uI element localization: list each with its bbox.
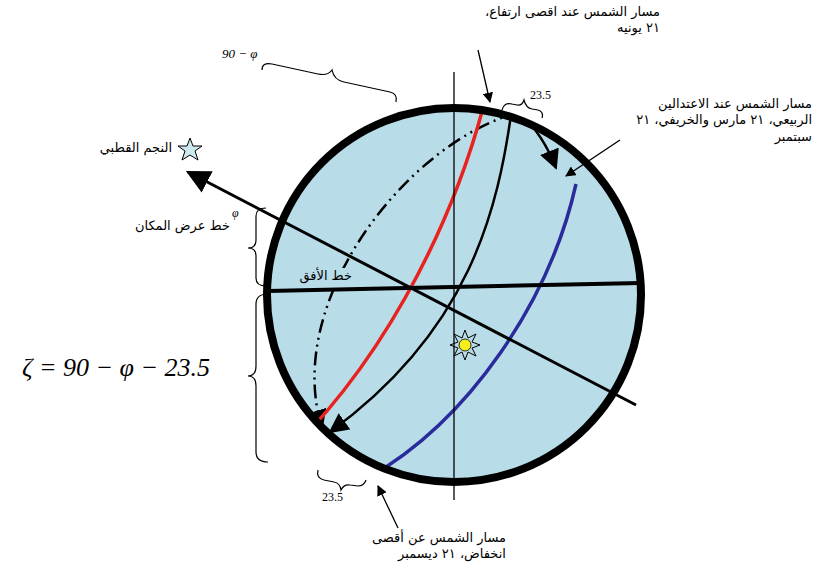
brace-phi (248, 208, 266, 286)
horizon-label: خط الأفق (286, 268, 354, 284)
path-label: مسار الشمس عند اقصى ارتفاع، ٢١ يونيه (470, 4, 660, 37)
sun-symbol (450, 330, 480, 360)
brace-top-23 (502, 100, 543, 118)
leader-arrow (566, 140, 620, 176)
angle-label: 90 − φ (222, 46, 282, 62)
brace-zeta (248, 294, 268, 462)
brace-90-phi (262, 64, 396, 102)
winter-path (368, 184, 576, 478)
latitude-label: خط عرض المكان (110, 218, 230, 234)
sphere-border (267, 108, 641, 482)
zenith-formula: ζ = 90 − φ − 23.5 (22, 352, 252, 385)
angle-label: 23.5 (322, 490, 362, 505)
path-label: مسار الشمس عند الاعتدالين الربيعي، ٢١ ما… (616, 96, 812, 145)
leader-arrow (378, 486, 398, 528)
leader-arrow (478, 50, 490, 102)
star-label: النجم القطبي (80, 140, 172, 156)
latitude-symbol: φ (232, 206, 246, 221)
path-label: مسار الشمس عن أقصى انخفاض، ٢١ ديسمبر (356, 530, 506, 563)
polar-star (178, 138, 202, 160)
angle-label: 23.5 (530, 88, 570, 103)
brace-bottom-23 (318, 470, 366, 490)
